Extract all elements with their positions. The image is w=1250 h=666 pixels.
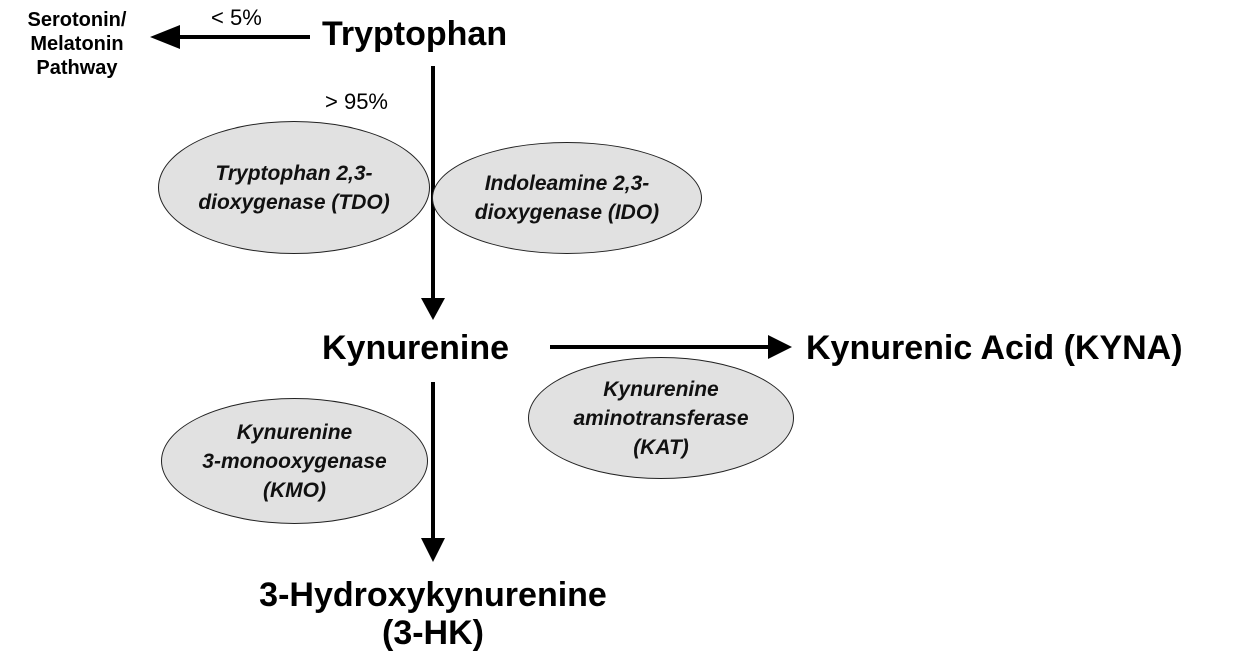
kynurenine-node: Kynurenine	[322, 329, 510, 367]
serotonin-melatonin-pathway-label: Serotonin/ Melatonin Pathway	[28, 8, 127, 80]
tdo-line1: Tryptophan 2,3-	[215, 161, 373, 185]
kat-line1: Kynurenine	[603, 377, 719, 401]
tryptophan-node: Tryptophan	[322, 15, 508, 53]
3-hydroxykynurenine-node: 3-Hydroxykynurenine (3-HK)	[259, 576, 607, 652]
ido-line1: Indoleamine 2,3-	[484, 172, 650, 195]
kmo-line1: Kynurenine	[236, 420, 353, 444]
kat-enzyme-ellipse: Kynurenine aminotransferase (KAT)	[528, 357, 794, 479]
3hk-line1: 3-Hydroxykynurenine	[259, 576, 607, 614]
side-pathway-line2: Melatonin	[30, 33, 124, 55]
side-pathway-line1: Serotonin/	[27, 9, 127, 31]
kmo-line2: 3-monooxygenase	[202, 449, 387, 473]
ido-enzyme-ellipse: Indoleamine 2,3- dioxygenase (IDO)	[432, 142, 702, 254]
3hk-line2: (3-HK)	[382, 614, 484, 652]
tdo-line2: dioxygenase (TDO)	[198, 190, 390, 214]
kmo-enzyme-ellipse: Kynurenine 3-monooxygenase (KMO)	[161, 398, 428, 524]
arrow-kynurenine-to-3hk	[421, 382, 445, 562]
arrow-tryptophan-to-kynurenine	[421, 66, 445, 320]
kat-line2: aminotransferase	[573, 406, 749, 430]
kynurenic-acid-node: Kynurenic Acid (KYNA)	[806, 329, 1183, 367]
ido-line2: dioxygenase (IDO)	[474, 201, 660, 224]
side-pathway-line3: Pathway	[36, 57, 118, 79]
minor-percentage-label: < 5%	[211, 5, 262, 30]
arrow-kynurenine-to-kyna	[550, 335, 792, 359]
tdo-enzyme-ellipse: Tryptophan 2,3- dioxygenase (TDO)	[158, 121, 430, 254]
arrow-to-serotonin	[150, 25, 310, 49]
kat-line3: (KAT)	[633, 435, 689, 459]
kmo-line3: (KMO)	[263, 478, 326, 502]
major-percentage-label: > 95%	[325, 89, 388, 114]
